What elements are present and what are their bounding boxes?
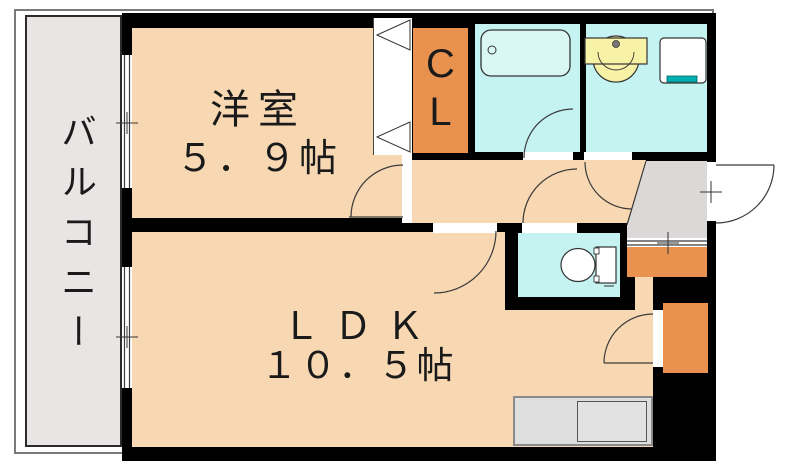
balcony-window-lower bbox=[122, 267, 132, 388]
closet-label-c: C bbox=[426, 42, 455, 86]
balcony-label: バルコニー bbox=[56, 113, 97, 363]
shoe-cabinet bbox=[627, 247, 707, 277]
western-room-label: 洋室 bbox=[210, 88, 306, 132]
washroom-door-opening bbox=[584, 152, 632, 160]
balcony-area bbox=[25, 15, 122, 447]
entrance-step bbox=[627, 238, 707, 247]
ldk-closet-door-opening bbox=[653, 310, 663, 367]
entrance-door-swing bbox=[715, 164, 775, 224]
closet-label: C L bbox=[413, 40, 468, 136]
kitchen-counter bbox=[513, 396, 653, 446]
ldk-size-label: １０．５帖 bbox=[260, 345, 456, 386]
western-room-door-opening bbox=[402, 155, 412, 223]
toilet-door-opening bbox=[522, 223, 577, 233]
closet-cl bbox=[413, 28, 468, 153]
bathroom bbox=[475, 24, 580, 152]
bathroom-door-opening bbox=[523, 152, 573, 160]
ldk-door-opening bbox=[433, 223, 497, 233]
hallway bbox=[412, 160, 646, 223]
ldk-label: ＬＤＫ bbox=[281, 306, 438, 348]
ldk-closet bbox=[663, 303, 708, 373]
kitchen-sink-unit bbox=[577, 401, 647, 442]
entrance-door-opening bbox=[707, 162, 716, 221]
western-room-size-label: ５．９帖 bbox=[175, 138, 340, 180]
closet-label-l: L bbox=[429, 90, 452, 134]
washroom bbox=[586, 24, 707, 152]
toilet-room bbox=[518, 233, 620, 297]
